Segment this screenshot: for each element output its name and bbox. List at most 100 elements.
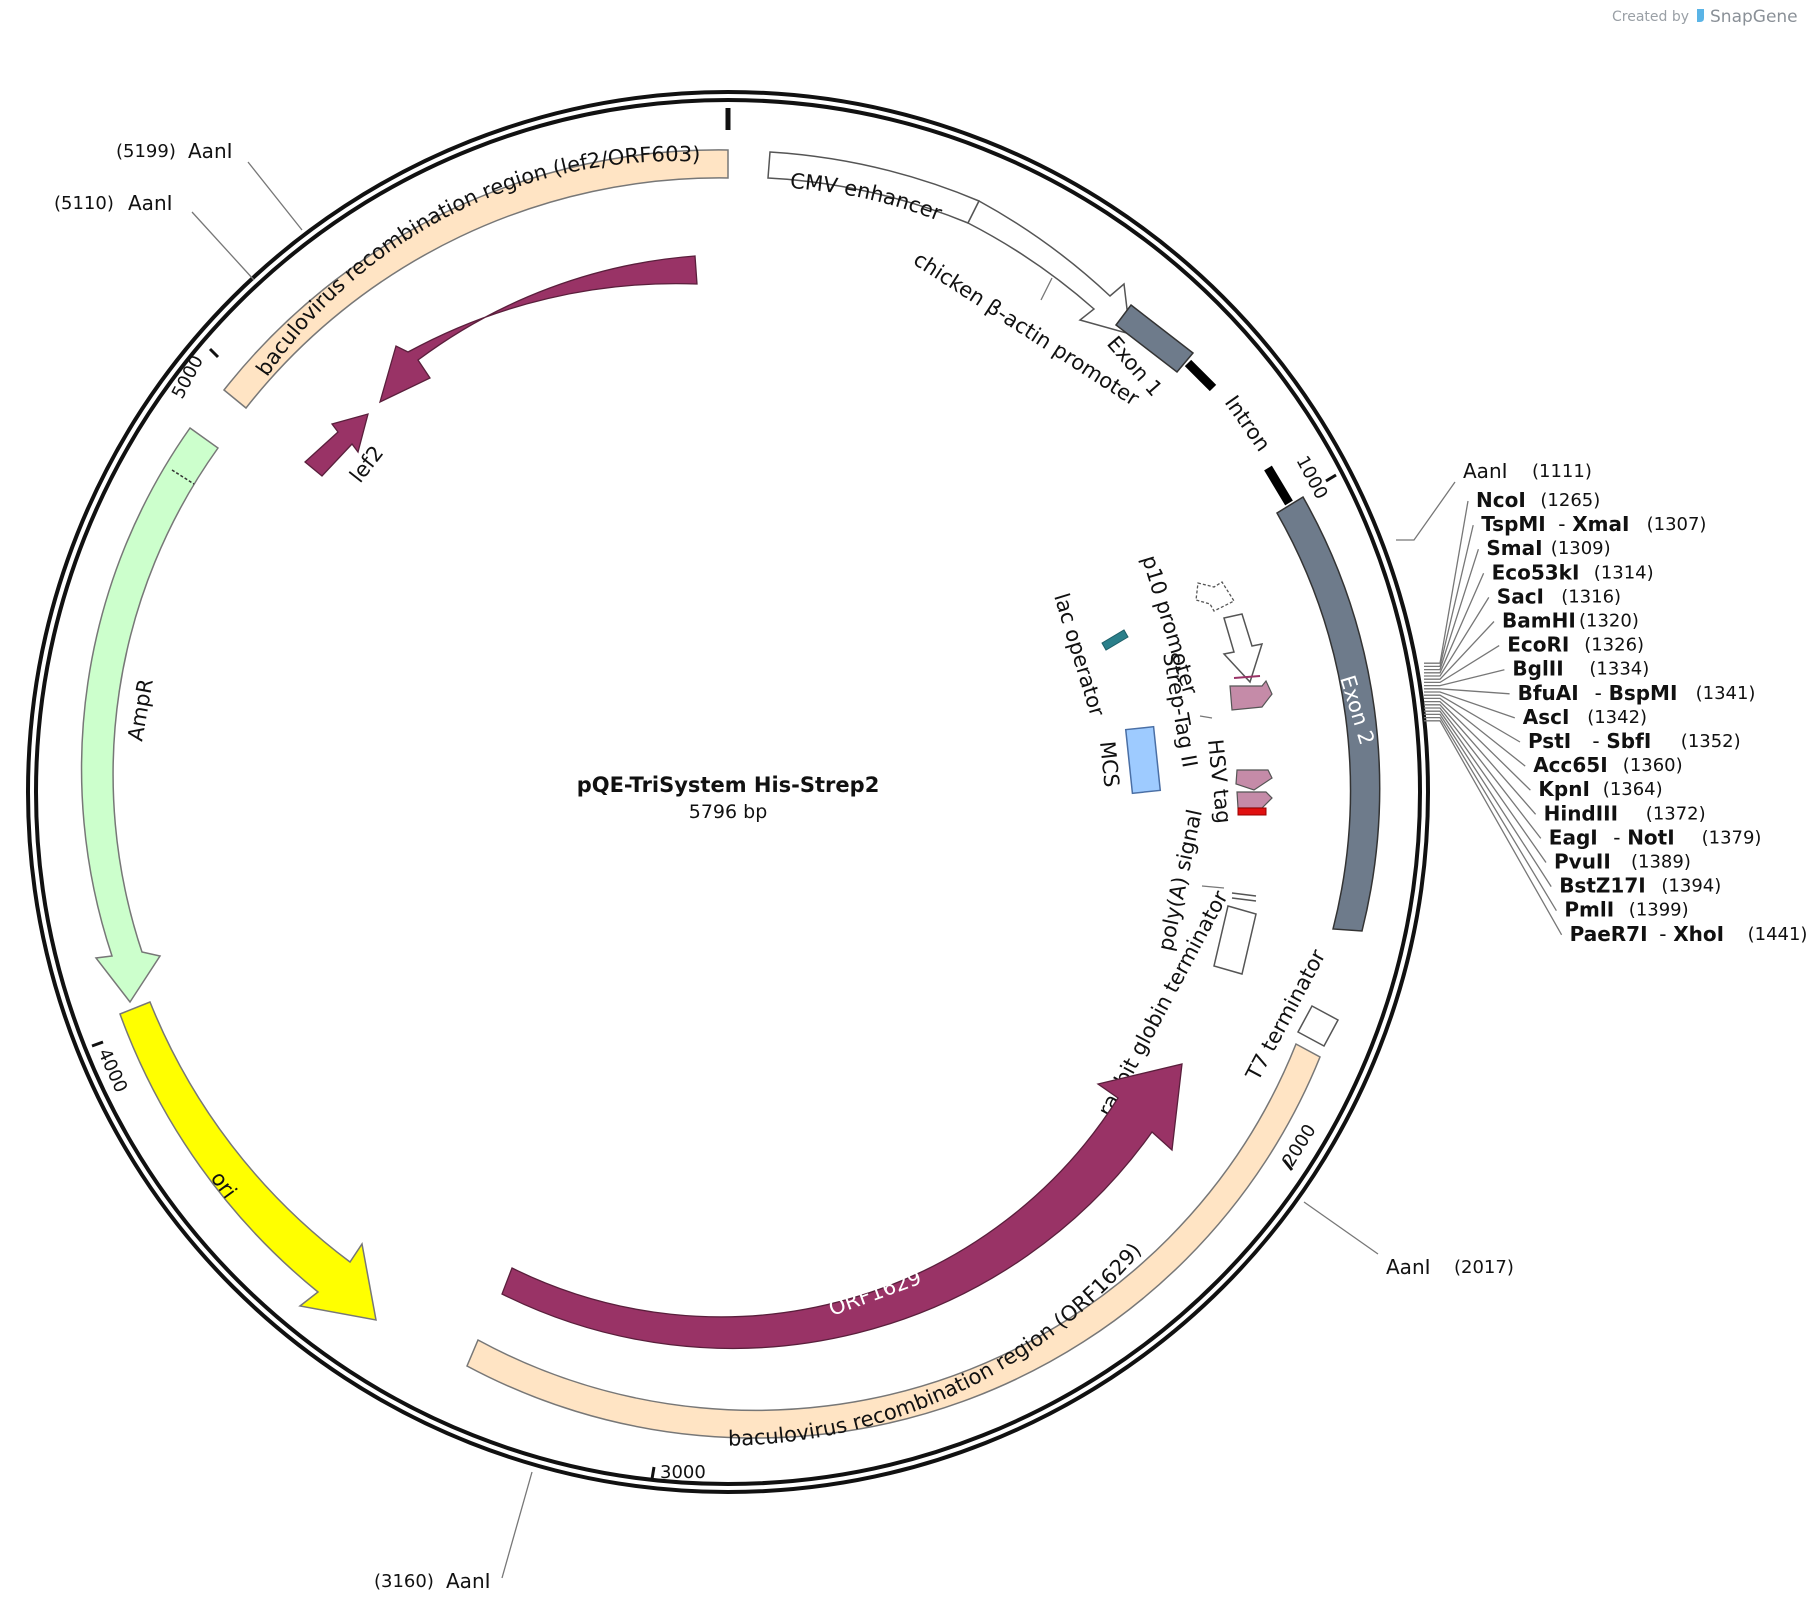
p10-promoter-arrow: [1222, 613, 1264, 684]
site-eco53ki-pos: (1314): [1594, 562, 1654, 583]
feature-orf603[interactable]: ORF603: [378, 255, 698, 404]
site-tspmi-xmai-pos: (1307): [1647, 514, 1707, 535]
chicken-beta-actin-promoter-leader: [1040, 277, 1053, 301]
site-saci[interactable]: SacI(1316): [1424, 584, 1621, 677]
site-bstz17i-name: BstZ17I: [1559, 874, 1645, 898]
snapgene-credit[interactable]: Created by SnapGene: [1612, 7, 1798, 27]
site-ecori[interactable]: EcoRI(1326): [1424, 633, 1644, 684]
site-pvuii-name: PvuII: [1554, 850, 1611, 874]
feature-ampr[interactable]: AmpR: [80, 426, 220, 1004]
orf603-shape: [378, 255, 698, 404]
site-aani-5199-name: AanI: [188, 139, 233, 163]
site-asci[interactable]: AscI(1342): [1424, 691, 1647, 729]
site-eagi-noti-pos: (1379): [1702, 827, 1762, 848]
feature-intron[interactable]: Intron: [1184, 359, 1293, 506]
site-aani-5110-name: AanI: [128, 191, 173, 215]
lac-operator-label: lac operator: [1049, 590, 1109, 719]
site-bfuai-bspmi-pos: (1341): [1696, 683, 1756, 704]
feature-ori[interactable]: ori: [119, 1001, 377, 1321]
hsv-tag-label: HSV tag: [1203, 738, 1236, 825]
lef2-shape: [304, 413, 369, 477]
site-eco53ki[interactable]: Eco53kI(1314): [1424, 560, 1654, 674]
feature-cmv-enhancer[interactable]: CMV enhancer: [767, 151, 981, 226]
site-aani-5199[interactable]: (5199) AanI: [116, 139, 303, 231]
feature-hsv-tag[interactable]: HSV tag: [1203, 738, 1273, 825]
strep-tag-ii-shape: [1229, 679, 1273, 711]
site-paer7i-xhoi-name2: XhoI: [1673, 922, 1724, 946]
site-cluster-mcs: AanI (1111) NcoI(1265)TspMI-XmaI(1307)Sm…: [1396, 459, 1806, 946]
site-smai[interactable]: SmaI(1309): [1424, 536, 1611, 671]
tick-2000: [1282, 1159, 1294, 1171]
site-pmli[interactable]: PmlI (1399): [1424, 716, 1689, 922]
plasmid-title-block: pQE-TriSystem His-Strep2 5796 bp: [577, 773, 880, 823]
site-ncoi-pos: (1265): [1540, 490, 1600, 511]
exon-2-shape: [1275, 495, 1381, 932]
site-aani-3160[interactable]: (3160) AanI: [374, 1471, 533, 1593]
site-aani-5110[interactable]: (5110) AanI: [54, 191, 255, 281]
backbone-outer-ring: [26, 90, 1430, 1494]
site-bstz17i[interactable]: BstZ17I(1394): [1424, 713, 1721, 898]
feature-exon-2[interactable]: Exon 2: [1275, 495, 1381, 932]
site-psti-sbfi-name: PstI: [1528, 729, 1571, 753]
site-pmli-pos: (1399): [1629, 900, 1689, 921]
tick-label-4000: 4000: [93, 1045, 131, 1095]
ampr-label: AmpR: [123, 677, 158, 743]
site-smai-pos: (1309): [1551, 538, 1611, 559]
tick-3000: [650, 1466, 656, 1480]
site-aani-1111-pos: (1111): [1532, 461, 1592, 482]
site-bamhi[interactable]: BamHI(1320): [1424, 609, 1639, 680]
ampr-shape: [80, 426, 220, 1004]
site-eagi-noti-name: EagI: [1549, 825, 1598, 849]
feature-p10-promoter[interactable]: p10 promoter: [1137, 552, 1264, 698]
site-ecori-name: EcoRI: [1507, 633, 1569, 657]
site-aani-3160-name: AanI: [446, 1569, 491, 1593]
site-acc65i-leader: [1424, 697, 1526, 767]
site-kpni[interactable]: KpnI(1364): [1424, 700, 1663, 802]
site-pmli-name: PmlI: [1564, 898, 1614, 922]
site-psti-sbfi[interactable]: PstI-SbfI(1352): [1424, 694, 1741, 753]
site-paer7i-xhoi[interactable]: PaeR7I-XhoI(1441): [1424, 720, 1806, 946]
feature-mcs[interactable]: MCS: [1095, 725, 1162, 795]
site-bfuai-bspmi-name: BfuAI: [1518, 681, 1579, 705]
site-aani-1111[interactable]: AanI (1111): [1396, 459, 1592, 541]
site-kpni-leader: [1424, 700, 1531, 791]
site-bfuai-bspmi[interactable]: BfuAI-BspMI(1341): [1424, 681, 1755, 705]
rabbit-globin-terminator-shape: [1213, 905, 1257, 975]
feature-lef2[interactable]: lef2: [304, 413, 388, 487]
polya-signal-shape: [1231, 892, 1257, 902]
site-acc65i[interactable]: Acc65I(1360): [1424, 697, 1683, 777]
feature-chicken-beta-actin-promoter[interactable]: chicken β-actin promoter: [909, 199, 1144, 411]
site-bfuai-bspmi-leader: [1424, 688, 1510, 695]
tick-marks: 1000 2000 3000 4000 5000: [91, 347, 1337, 1483]
chicken-beta-actin-promoter-label: chicken β-actin promoter: [909, 247, 1143, 411]
site-aani-3160-leader: [501, 1471, 533, 1579]
site-pmli-leader: [1424, 716, 1557, 912]
site-aani-1111-leader: [1396, 481, 1456, 541]
site-bstz17i-leader: [1424, 713, 1552, 887]
baculovirus-recombination-lef2-shape: [222, 149, 729, 410]
site-ncoi[interactable]: NcoI(1265): [1424, 488, 1600, 664]
plasmid-name: pQE-TriSystem His-Strep2: [577, 773, 880, 797]
intron-label: Intron: [1220, 391, 1275, 456]
site-pvuii[interactable]: PvuII(1389): [1424, 710, 1691, 874]
exon-1-shape: [1114, 303, 1195, 374]
site-aani-2017[interactable]: AanI (2017): [1303, 1201, 1514, 1279]
p10-promoter-arrow-small: [1195, 581, 1235, 612]
site-bglii[interactable]: BglII(1334): [1424, 657, 1649, 687]
site-tspmi-xmai[interactable]: TspMI-XmaI(1307): [1424, 512, 1707, 668]
feature-baculovirus-recombination-orf1629[interactable]: baculovirus recombination region (ORF162…: [466, 1042, 1321, 1451]
site-eagi-noti[interactable]: EagI-NotI(1379): [1424, 707, 1762, 849]
tick-label-1000: 1000: [1292, 452, 1332, 502]
site-hindiii[interactable]: HindIII(1372): [1424, 704, 1706, 826]
hsv-tag-red-marker: [1237, 807, 1267, 816]
hsv-tag-shape-1: [1235, 769, 1273, 791]
site-tspmi-xmai-leader: [1424, 524, 1474, 668]
tick-5000: [208, 347, 220, 359]
intron-line-1: [1184, 359, 1217, 392]
site-eagi-noti-dash: -: [1613, 825, 1620, 849]
site-paer7i-xhoi-leader: [1424, 720, 1563, 936]
mcs-shape: [1124, 725, 1162, 795]
site-rows: NcoI(1265)TspMI-XmaI(1307)SmaI(1309)Eco5…: [1424, 488, 1806, 946]
site-aani-1111-name: AanI: [1463, 459, 1508, 483]
feature-lac-operator[interactable]: lac operator: [1049, 590, 1129, 719]
